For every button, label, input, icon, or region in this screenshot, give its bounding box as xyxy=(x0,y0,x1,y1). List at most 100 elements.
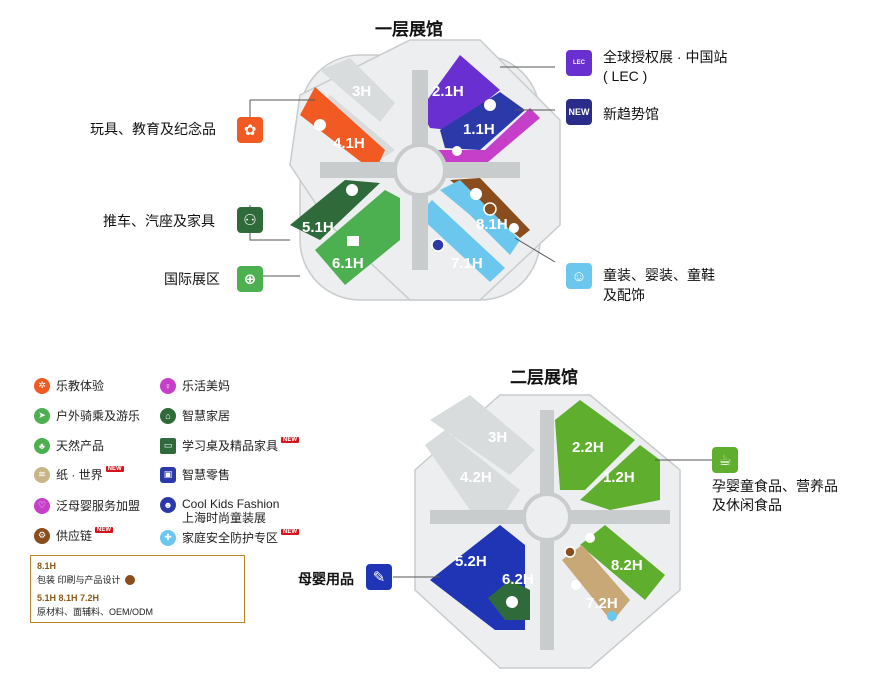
legend-item: ➤ 户外骑乘及游乐 xyxy=(34,407,140,424)
new-badge: NEW xyxy=(105,466,124,472)
stroller-label: 推车、汽座及家具 xyxy=(103,213,215,229)
note-line-1: 包装 印刷与产品设计 xyxy=(37,575,121,585)
hall-label-2.1H: 2.1H xyxy=(432,83,464,100)
hall-7.1H[interactable] xyxy=(418,200,505,282)
leijiao-icon-f1 xyxy=(314,119,326,131)
new-trend-icon: NEW xyxy=(566,99,592,125)
apparel-label-2: 及配饰 xyxy=(603,287,645,303)
natural-icon-f2 xyxy=(585,533,595,543)
hall-label-4.2H: 4.2H xyxy=(460,469,492,486)
legend-item: ♡ 泛母婴服务加盟 xyxy=(34,497,140,514)
hall-7.2H[interactable] xyxy=(562,545,630,622)
hall-label-5.2H: 5.2H xyxy=(455,553,487,570)
hall-5.1H[interactable] xyxy=(290,180,380,240)
hall-label-7.1H: 7.1H xyxy=(451,255,483,272)
hall-2.2H[interactable] xyxy=(555,400,635,490)
intl-label: 国际展区 xyxy=(164,271,220,287)
lec-label-1: 全球授权展 · 中国站 xyxy=(603,49,728,65)
hall-label-6.1H: 6.1H xyxy=(332,255,364,272)
lec-logo-icon: LEC xyxy=(566,50,592,76)
new-badge: NEW xyxy=(95,527,114,533)
hall-label-2.2H: 2.2H xyxy=(572,439,604,456)
cool-kids-icon: ☻ xyxy=(160,497,176,513)
food-icon: ☕ xyxy=(712,447,738,473)
hall-3H-f2[interactable] xyxy=(430,395,535,475)
legend-item: ≋ 纸 · 世界 NEW xyxy=(34,466,124,483)
floor1-title: 一层展馆 xyxy=(375,20,443,39)
smart-home-icon-f2 xyxy=(506,596,518,608)
floor1-center xyxy=(393,143,447,197)
floor2-center xyxy=(522,492,572,542)
note-box: 8.1H 包装 印刷与产品设计 5.1H 8.1H 7.2H 原材料、面辅料、O… xyxy=(30,555,245,623)
outdoor-icon-f1 xyxy=(346,184,358,196)
study-desk-icon-f1 xyxy=(347,236,359,246)
smart-home-icon: ⌂ xyxy=(160,407,176,424)
legend-item: ▣ 智慧零售 xyxy=(160,466,230,483)
safety-icon-f2 xyxy=(607,611,617,621)
globe-icon: ⊕ xyxy=(237,266,263,292)
supply-icon-f2 xyxy=(564,546,576,558)
new-badge: NEW xyxy=(281,437,300,443)
hall-label-1.1H: 1.1H xyxy=(463,121,495,138)
natural-icon: ♣ xyxy=(34,437,50,454)
paper-icon-f1 xyxy=(509,223,519,233)
food-label-2: 及休闲食品 xyxy=(712,497,782,513)
packaging-icon xyxy=(124,574,135,585)
toys-label: 玩具、教育及纪念品 xyxy=(90,121,216,137)
legend-item: ⌂ 智慧家居 xyxy=(160,407,230,424)
new-badge: NEW xyxy=(281,529,300,535)
smart-retail-icon: ▣ xyxy=(160,466,176,483)
legend-item: ⚙ 供应链 NEW xyxy=(34,527,114,544)
hall-label-5.1H: 5.1H xyxy=(302,219,334,236)
hall-1.1H-magenta[interactable] xyxy=(437,108,540,162)
pacifier-icon: ✎ xyxy=(366,564,392,590)
note-line-2: 原材料、面辅料、OEM/ODM xyxy=(37,607,153,617)
study-desk-icon: ▭ xyxy=(160,437,176,454)
hall-4.1H[interactable] xyxy=(300,87,385,165)
hall-4.2H[interactable] xyxy=(425,430,520,520)
hall-1.2H[interactable] xyxy=(580,445,660,510)
paper-icon-f2 xyxy=(571,580,581,590)
stroller-icon: ⚇ xyxy=(237,207,263,233)
paper-icon: ≋ xyxy=(34,466,50,483)
hall-label-3H-f1: 3H xyxy=(352,83,371,100)
service-icon: ♡ xyxy=(34,497,50,514)
supply-chain-icon: ⚙ xyxy=(34,527,50,544)
hall-8.2H[interactable] xyxy=(580,525,665,600)
apparel-label-1: 童装、婴装、童鞋 xyxy=(603,267,715,283)
hall-label-8.2H: 8.2H xyxy=(611,557,643,574)
supply-icon-f1 xyxy=(483,202,497,216)
legend-item: ✲ 乐教体验 xyxy=(34,377,104,394)
mom-icon: ♀ xyxy=(160,377,176,394)
legend-item: ▭ 学习桌及精品家具 NEW xyxy=(160,437,300,454)
hall-2.1H[interactable] xyxy=(420,55,500,130)
hall-1.1H[interactable] xyxy=(440,92,525,150)
maternal-label: 母婴用品 xyxy=(298,571,354,587)
apparel-icon: ☺ xyxy=(566,263,592,289)
note-hall-2: 5.1H 8.1H 7.2H xyxy=(37,593,100,603)
smart-retail-icon-f1 xyxy=(484,99,496,111)
safety-icon: ✚ xyxy=(160,529,176,546)
legend-item: ♀ 乐活美妈 xyxy=(160,377,230,394)
legend-item: ✚ 家庭安全防护专区 NEW xyxy=(160,529,300,546)
legend-item: ☻ Cool Kids Fashion 上海时尚童装展 xyxy=(160,497,279,525)
toys-icon: ✿ xyxy=(237,117,263,143)
hall-label-8.1H: 8.1H xyxy=(476,216,508,233)
legend-item: ♣ 天然产品 xyxy=(34,437,104,454)
note-hall-1: 8.1H xyxy=(37,561,57,571)
hall-3H-f1[interactable] xyxy=(320,58,395,122)
mom-icon-f1 xyxy=(470,188,482,200)
leijiao-icon: ✲ xyxy=(34,377,50,394)
cool-kids-icon-f1 xyxy=(431,238,445,252)
hall-label-4.1H: 4.1H xyxy=(333,135,365,152)
new-trend-label: 新趋势馆 xyxy=(603,106,659,122)
floor2-title: 二层展馆 xyxy=(510,368,578,387)
hall-8.1H[interactable] xyxy=(440,180,520,255)
outdoor-icon: ➤ xyxy=(34,407,50,424)
hall-label-3H-f2: 3H xyxy=(488,429,507,446)
lec-label-2: ( LEC ) xyxy=(603,68,648,84)
hall-label-1.2H: 1.2H xyxy=(603,469,635,486)
hall-label-7.2H: 7.2H xyxy=(586,595,618,612)
